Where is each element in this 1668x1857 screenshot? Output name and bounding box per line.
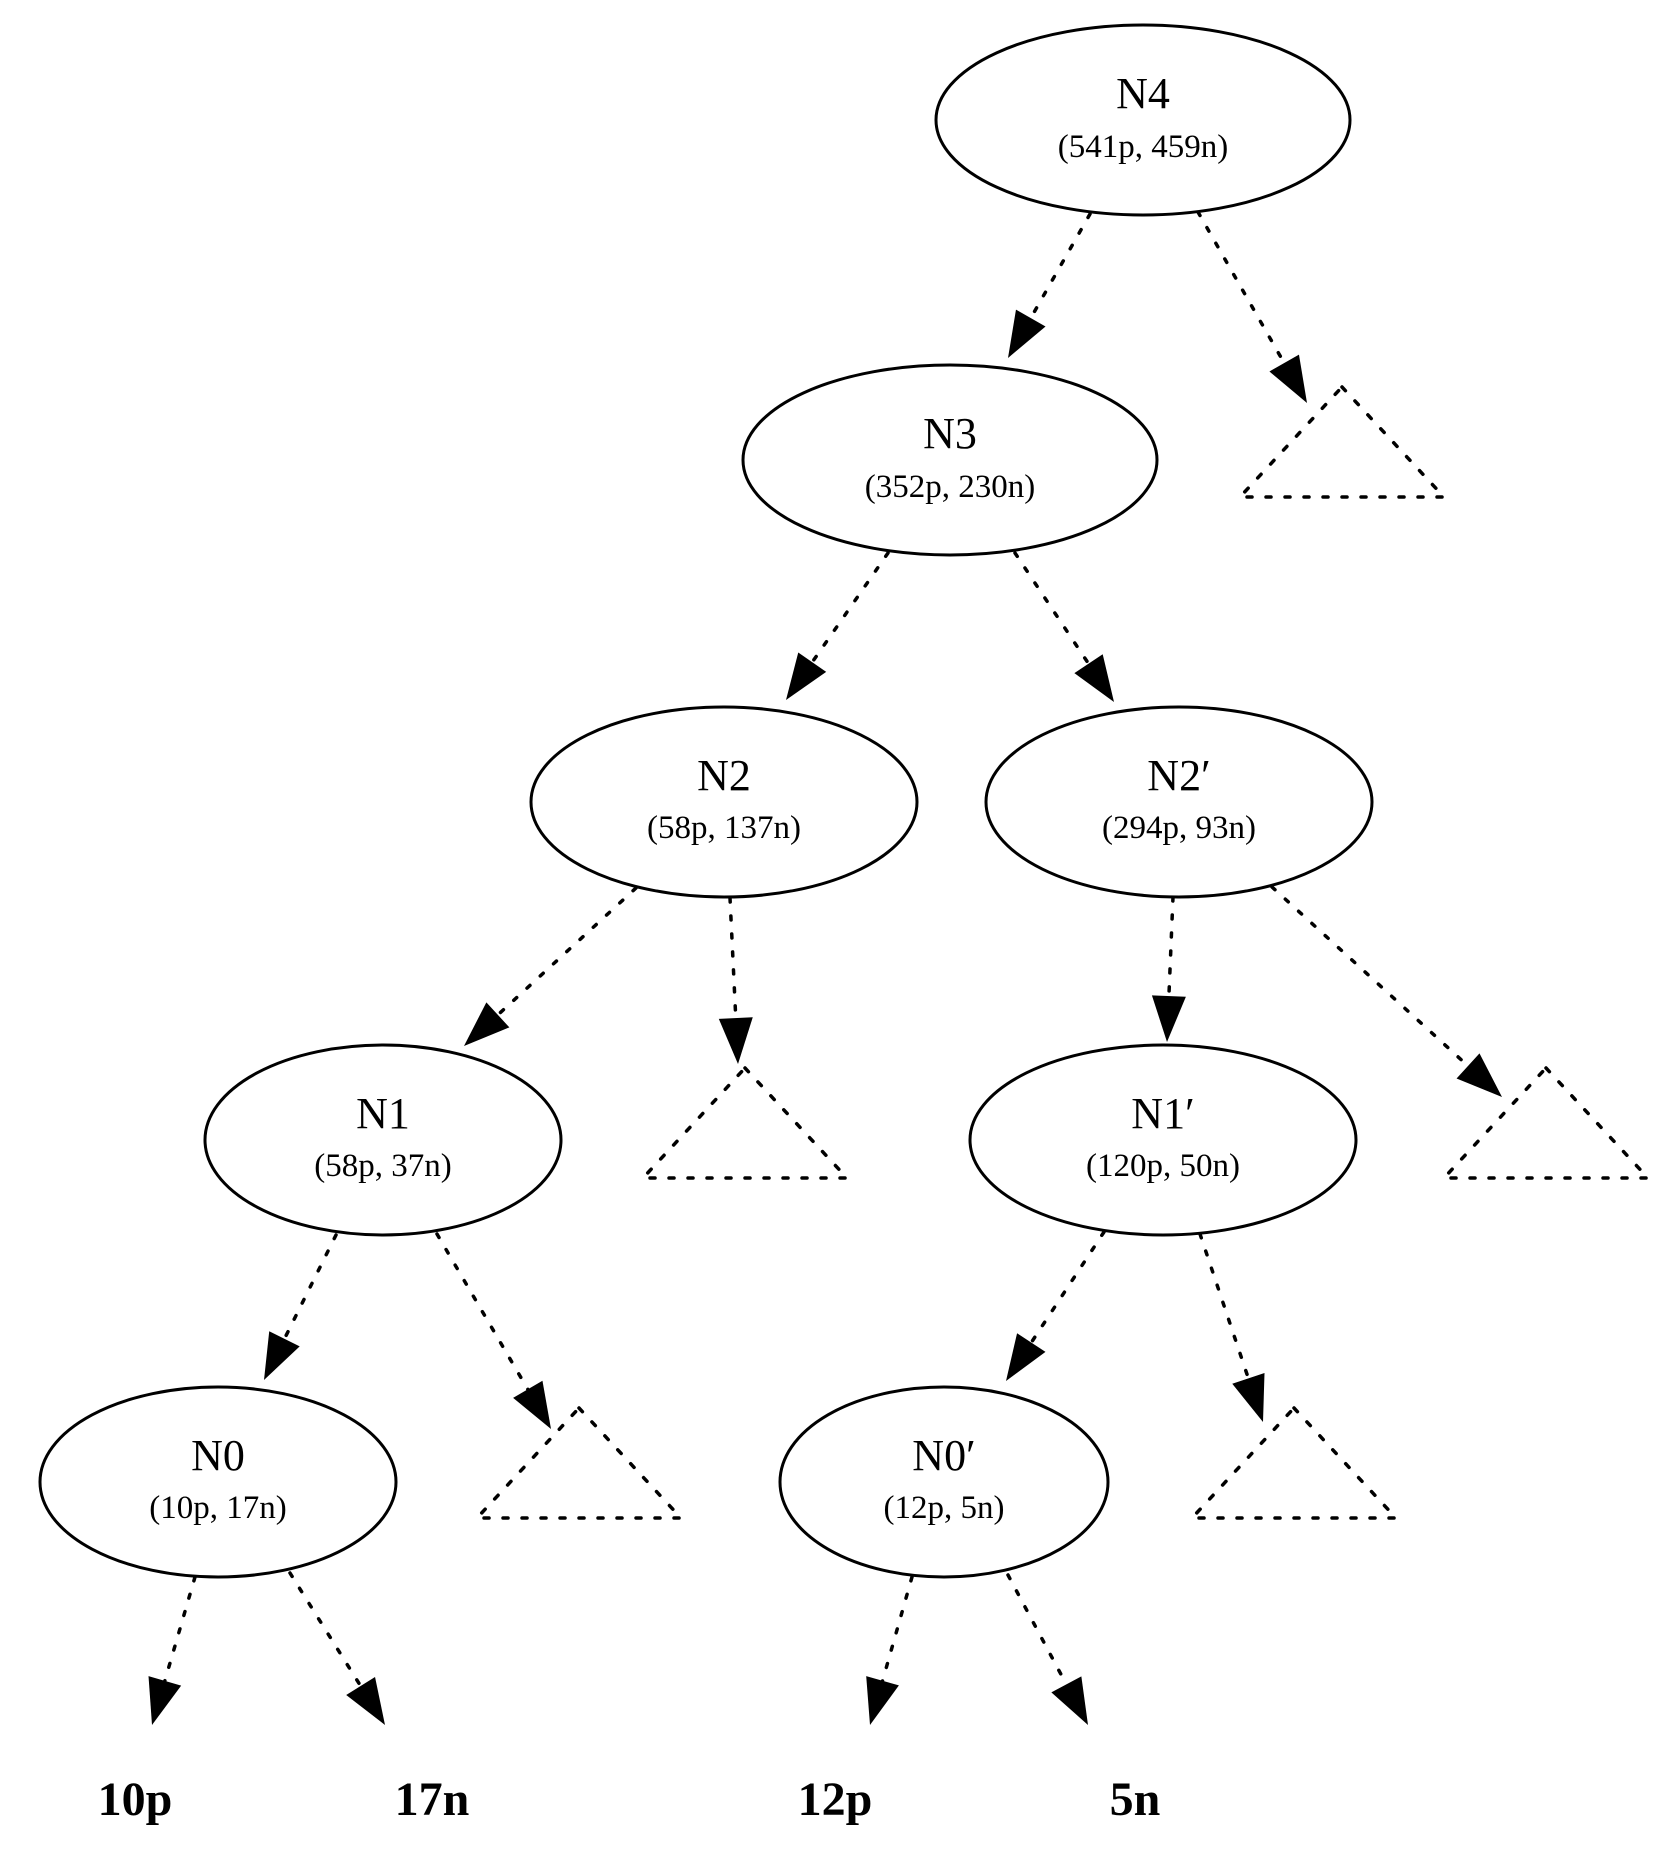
node-n3-title: N3 (923, 409, 977, 458)
node-n0-prime: N0′ (12p, 5n) (778, 1385, 1110, 1579)
node-n1: N1 (58p, 37n) (203, 1043, 563, 1237)
node-n2-counts: (58p, 137n) (647, 810, 801, 846)
arrowhead-icon (1151, 995, 1186, 1042)
edge-line (1198, 1232, 1251, 1383)
arrowhead-icon (1269, 354, 1307, 403)
arrowhead-icon (1006, 1333, 1046, 1381)
node-n2-ellipse (529, 705, 919, 899)
node-n1-ellipse (203, 1043, 563, 1237)
arrowhead-icon (464, 1002, 510, 1046)
edge-line (1196, 210, 1287, 367)
edge-n2-to-n1 (464, 886, 638, 1046)
node-n0-title: N0 (191, 1431, 245, 1480)
edge-n1p-to-t1p (1198, 1232, 1265, 1422)
edge-n0p-to-l5n (1006, 1573, 1088, 1725)
edge-n1p-to-n0p (1006, 1230, 1106, 1381)
leaf-label-5n: 5n (1110, 1773, 1161, 1826)
edge-n3-to-n2 (786, 551, 890, 700)
node-n2-title: N2 (697, 751, 751, 800)
edge-line (1028, 1230, 1106, 1346)
node-n1-prime-ellipse (968, 1043, 1358, 1237)
node-n1-prime: N1′ (120p, 50n) (968, 1043, 1358, 1237)
arrowhead-icon (718, 1017, 753, 1064)
node-n0-prime-counts: (12p, 5n) (884, 1490, 1005, 1526)
node-n2-prime-title: N2′ (1147, 751, 1210, 800)
node-n2-prime-ellipse (984, 705, 1374, 899)
edge-line (1013, 551, 1092, 668)
edge-n0-to-l10p (148, 1575, 197, 1725)
edges-layer (148, 210, 1502, 1725)
leaf-label-12p: 12p (798, 1773, 873, 1826)
arrowhead-icon (1074, 654, 1114, 702)
edge-n2-to-t2 (718, 896, 753, 1064)
node-n4-counts: (541p, 459n) (1058, 129, 1228, 165)
edge-line (162, 1575, 197, 1685)
node-n0: N0 (10p, 17n) (38, 1385, 398, 1579)
collapsed-subtrees-layer (472, 384, 1653, 1520)
arrowhead-icon (1456, 1053, 1502, 1097)
edge-n1-to-t1 (435, 1232, 551, 1429)
edge-n1-to-n0 (264, 1233, 338, 1380)
edge-n0-to-l17n (288, 1571, 385, 1725)
collapsed-subtree-t1p-icon (1187, 1405, 1401, 1520)
node-n1-prime-title: N1′ (1131, 1089, 1194, 1138)
node-n0-ellipse (38, 1385, 398, 1579)
node-n0-prime-title: N0′ (912, 1431, 975, 1480)
edge-line (1270, 885, 1472, 1070)
edge-n2p-to-n1p (1151, 895, 1186, 1042)
edge-line (809, 551, 890, 666)
arrowhead-icon (866, 1676, 899, 1725)
edge-n4-to-n3 (1008, 212, 1092, 358)
leaf-label-10p: 10p (98, 1773, 173, 1826)
collapsed-subtree-t2-icon (638, 1065, 852, 1180)
edge-n2p-to-t2p (1270, 885, 1502, 1097)
node-n0-prime-ellipse (778, 1385, 1110, 1579)
node-n1-title: N1 (356, 1089, 410, 1138)
node-n2: N2 (58p, 137n) (529, 705, 919, 899)
edge-n3-to-n2p (1013, 551, 1114, 702)
collapsed-subtree-t4-icon (1235, 384, 1449, 499)
node-n0-counts: (10p, 17n) (149, 1490, 286, 1526)
arrowhead-icon (1232, 1372, 1265, 1422)
edge-line (1167, 895, 1175, 1000)
node-n1-prime-counts: (120p, 50n) (1086, 1148, 1240, 1184)
node-n4: N4 (541p, 459n) (934, 23, 1352, 217)
node-n3-counts: (352p, 230n) (865, 469, 1035, 505)
edge-line (880, 1575, 914, 1685)
node-n3: N3 (352p, 230n) (741, 363, 1159, 557)
arrowhead-icon (148, 1676, 182, 1725)
edge-line (728, 896, 738, 1022)
arrowhead-icon (346, 1676, 385, 1725)
node-n4-ellipse (934, 23, 1352, 217)
node-n4-title: N4 (1116, 69, 1170, 118)
edge-line (435, 1232, 531, 1393)
node-n2-prime: N2′ (294p, 93n) (984, 705, 1374, 899)
edge-line (281, 1233, 338, 1343)
edge-n0p-to-l12p (866, 1575, 914, 1725)
edge-line (494, 886, 638, 1018)
arrowhead-icon (1008, 309, 1046, 358)
collapsed-subtree-t1-icon (472, 1405, 686, 1520)
arrowhead-icon (786, 652, 827, 700)
arrowhead-icon (513, 1380, 551, 1429)
arrowhead-icon (1051, 1676, 1088, 1725)
arrowhead-icon (264, 1331, 300, 1380)
collapsed-subtree-t2p-icon (1439, 1065, 1653, 1180)
node-n1-counts: (58p, 37n) (314, 1148, 451, 1184)
leaf-label-17n: 17n (395, 1773, 470, 1826)
edge-line (288, 1571, 364, 1690)
edge-line (1028, 212, 1092, 322)
edge-n4-to-t4 (1196, 210, 1307, 403)
edge-line (1006, 1573, 1070, 1688)
node-n2-prime-counts: (294p, 93n) (1102, 810, 1256, 846)
node-n3-ellipse (741, 363, 1159, 557)
